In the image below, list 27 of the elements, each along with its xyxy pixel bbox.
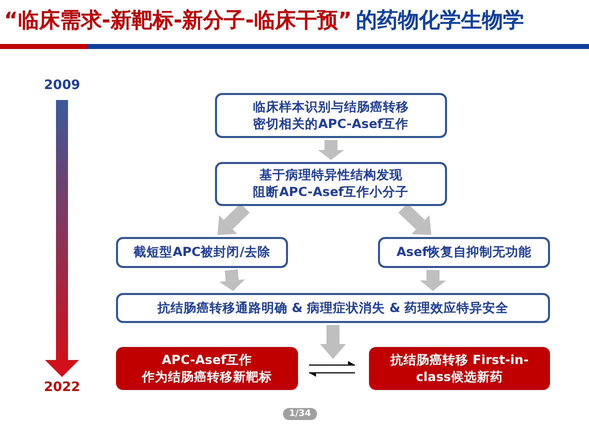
- process-box: [215, 93, 447, 138]
- process-box: [116, 293, 550, 323]
- block-arrow: [320, 325, 346, 359]
- arrow: [309, 361, 355, 366]
- arrow: [309, 372, 355, 377]
- box-text: 基于病理特异性结构发现阻断APC-Asef互作小分子: [252, 167, 410, 201]
- block-arrow: [420, 270, 446, 291]
- box-text: Asef恢复自抑制无功能: [395, 244, 533, 261]
- block-arrow: [219, 269, 246, 291]
- page-indicator: 1/34: [283, 408, 318, 420]
- process-box: [378, 237, 550, 268]
- box-text: 抗结肠癌转移 First-in-class候选新药: [389, 352, 530, 386]
- box-text: APC-Asef互作作为结肠癌转移新靶标: [140, 352, 273, 386]
- box-text: 抗结肠癌转移通路明确 & 病理症状消失 & 药理效应特异安全: [156, 300, 510, 316]
- highlight-box: [116, 347, 298, 390]
- block-arrow: [398, 203, 432, 235]
- highlight-box: [369, 347, 550, 390]
- year-label: 2009: [44, 78, 80, 93]
- process-box: [116, 237, 288, 268]
- box-text: 临床样本识别与结肠癌转移密切相关的APC-Asef互作: [252, 98, 410, 132]
- title: “临床需求-新靶标-新分子-临床干预”: [4, 7, 352, 34]
- year-label: 2022: [44, 380, 80, 395]
- block-arrow: [217, 203, 250, 235]
- subtitle: 的药物化学生物学: [356, 7, 524, 34]
- block-arrow: [318, 140, 344, 160]
- box-text: 截短型APC被封闭/去除: [132, 244, 272, 261]
- process-box: [215, 162, 447, 206]
